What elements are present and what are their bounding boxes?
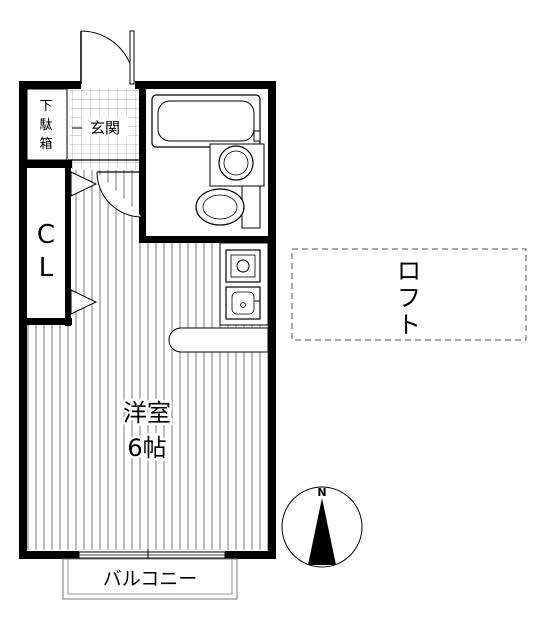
western-room-size: 6帖 — [127, 434, 166, 462]
shoe-cabinet: 下 駄 箱 — [26, 88, 68, 161]
closet-label-l: L — [39, 253, 54, 283]
balcony-label: バルコニー — [103, 568, 198, 590]
compass: N — [281, 486, 363, 568]
entrance-label-group: 玄関 — [72, 117, 128, 137]
loft-label-1: ロ — [397, 257, 421, 285]
kitchen — [219, 242, 269, 326]
toilet-icon — [195, 185, 261, 229]
unit-bathroom — [146, 89, 268, 236]
interior-walls — [27, 81, 276, 326]
western-room-label-group: 洋室 6帖 — [121, 397, 174, 465]
counter-bar — [168, 327, 269, 353]
shoe-cabinet-label-3: 箱 — [39, 136, 52, 152]
entrance-door[interactable] — [80, 30, 135, 85]
north-arrow-icon — [308, 498, 336, 565]
shoe-cabinet-label-2: 駄 — [39, 118, 52, 133]
loft: ロ フ ト — [291, 248, 527, 341]
balcony: バルコニー — [62, 558, 238, 600]
closet-doors[interactable] — [70, 171, 98, 315]
shoe-cabinet-label-1: 下 — [39, 99, 52, 114]
western-room-label: 洋室 — [123, 399, 171, 427]
closet: C L — [27, 168, 65, 318]
loft-label-3: ト — [397, 311, 421, 339]
bath-faucet-icon — [253, 130, 261, 142]
exterior-walls — [19, 81, 276, 559]
loft-label-2: フ — [397, 284, 421, 312]
closet-label-c: C — [37, 220, 55, 250]
room-door[interactable] — [96, 171, 143, 218]
entrance-label: 玄関 — [90, 119, 120, 137]
compass-north-label: N — [317, 486, 326, 499]
